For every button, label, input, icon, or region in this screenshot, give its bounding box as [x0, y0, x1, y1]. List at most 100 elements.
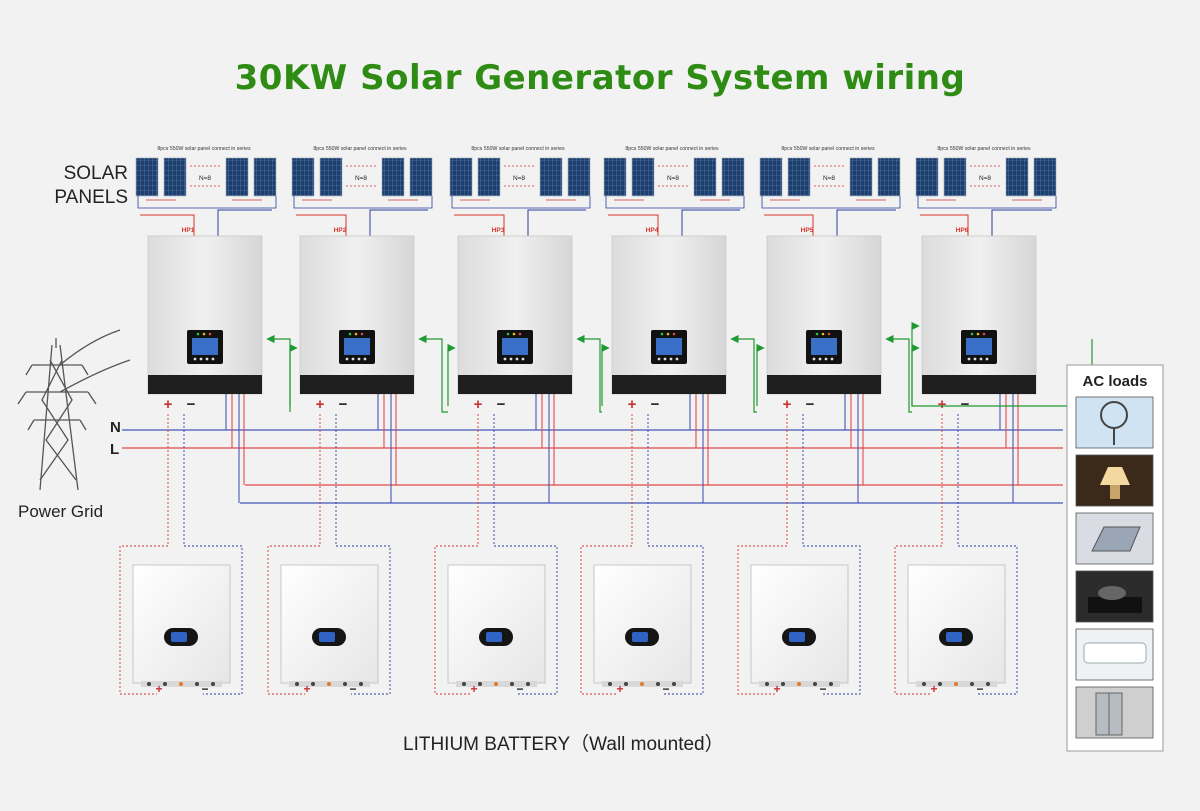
- live-label: L: [110, 441, 120, 458]
- battery-body: [280, 564, 379, 684]
- lithium-battery-label: LITHIUM BATTERY（Wall mounted）: [403, 734, 724, 755]
- inverter-button-icon: [515, 357, 519, 361]
- inverter-button-icon: [985, 357, 989, 361]
- inverter-button-icon: [205, 357, 209, 361]
- battery-terminal-icon: [986, 682, 990, 686]
- pv-negative-wire: [369, 209, 428, 236]
- battery-positive-wire: [894, 414, 943, 695]
- battery-terminal-icon: [624, 682, 628, 686]
- inverter-button-icon: [824, 357, 828, 361]
- pv-positive-wire: [454, 214, 505, 236]
- inverter-body: [766, 235, 882, 395]
- inverter-button-icon: [973, 357, 977, 361]
- inverter-button-icon: [521, 357, 525, 361]
- inverter-label: HP3: [492, 227, 505, 234]
- pan-icon: [1098, 586, 1126, 600]
- solar-panel-icon: [319, 157, 343, 197]
- solar-panel-icon: [721, 157, 745, 197]
- battery-negative-wire: [335, 414, 391, 695]
- battery-terminal-icon: [163, 682, 167, 686]
- parallel-link-arrow: [730, 334, 757, 413]
- battery-plus-label: +: [930, 682, 937, 696]
- inverter-plus-label: +: [938, 396, 947, 413]
- solar-panel-icon: [1005, 157, 1029, 197]
- battery-terminal-icon: [327, 682, 331, 686]
- tower-arms: [26, 364, 88, 421]
- status-led-icon: [506, 332, 510, 336]
- solar-panel-icon: [603, 157, 627, 197]
- battery-negative-wire: [802, 414, 861, 695]
- status-led-icon: [518, 332, 522, 336]
- parallel-link-arrow: [447, 343, 456, 406]
- inverter-HP3: HP3 +−: [434, 227, 610, 695]
- solar-string-caption: 8pcs 550W solar panel connect in series: [471, 146, 565, 152]
- parallel-link-arrow: [289, 343, 298, 406]
- battery-terminal-icon: [938, 682, 942, 686]
- status-led-icon: [976, 332, 980, 336]
- solar-panel-icon: [631, 157, 655, 197]
- battery-positive-wire: [119, 414, 169, 695]
- inverter-lcd-screen: [344, 338, 370, 355]
- battery-negative-wire: [183, 414, 243, 695]
- status-led-icon: [821, 332, 825, 336]
- inverter-button-icon: [830, 357, 834, 361]
- solar-string-6: 8pcs 550W solar panel connect in seriesN…: [915, 146, 1057, 236]
- solar-label-line1: SOLAR: [63, 163, 128, 184]
- pv-return-wire: [137, 196, 277, 209]
- battery-plus-label: +: [303, 682, 310, 696]
- solar-panel-icon: [449, 157, 473, 197]
- battery-lcd-screen: [946, 632, 962, 642]
- power-grid-label: Power Grid: [18, 502, 104, 521]
- battery-terminal-icon: [147, 682, 151, 686]
- solar-panels-label: SOLAR PANELS: [30, 162, 128, 210]
- pv-positive-wire: [140, 214, 195, 236]
- inverter-label: HP5: [801, 227, 814, 234]
- inverter-minus-label: −: [497, 396, 506, 413]
- inverter-body: [299, 235, 415, 395]
- parallel-link-arrow: [601, 343, 610, 406]
- battery-lcd-screen: [171, 632, 187, 642]
- battery-terminal-icon: [813, 682, 817, 686]
- status-led-icon: [970, 332, 974, 336]
- status-led-icon: [815, 332, 819, 336]
- pv-negative-wire: [836, 209, 896, 236]
- battery-terminal-icon: [311, 682, 315, 686]
- series-count-label: N=8: [979, 175, 991, 182]
- battery-negative-wire: [957, 414, 1018, 695]
- inverter-body: [457, 235, 573, 395]
- inverter-minus-label: −: [187, 396, 196, 413]
- inverter-button-icon: [675, 357, 679, 361]
- status-led-icon: [512, 332, 516, 336]
- pv-positive-wire: [920, 214, 969, 236]
- inverter-button-icon: [509, 357, 513, 361]
- battery-terminal-icon: [211, 682, 215, 686]
- laptop-icon: [1091, 526, 1141, 552]
- inverter-plus-label: +: [316, 396, 325, 413]
- inverter-button-icon: [503, 357, 507, 361]
- pv-negative-wire: [681, 209, 740, 236]
- battery-terminal-icon: [478, 682, 482, 686]
- battery-minus-label: −: [819, 682, 826, 696]
- battery-minus-label: −: [349, 682, 356, 696]
- battery-lcd-screen: [789, 632, 805, 642]
- ac-load-refrigerator: [1075, 686, 1154, 739]
- inverter-minus-label: −: [339, 396, 348, 413]
- solar-string-2: 8pcs 550W solar panel connect in seriesN…: [291, 146, 433, 236]
- pv-return-wire: [451, 196, 591, 209]
- solar-string-3: 8pcs 550W solar panel connect in seriesN…: [449, 146, 591, 236]
- pv-positive-wire: [296, 214, 347, 236]
- tower-legs: [39, 338, 79, 491]
- inverter-plus-label: +: [474, 396, 483, 413]
- battery-body: [907, 564, 1006, 684]
- inverter-label: HP6: [956, 227, 969, 234]
- battery-terminal-icon: [526, 682, 530, 686]
- parallel-link-arrow: [418, 334, 448, 413]
- inverter-button-icon: [663, 357, 667, 361]
- parallel-link-arrow: [885, 334, 912, 413]
- inverter-minus-label: −: [806, 396, 815, 413]
- series-count-label: N=8: [823, 175, 835, 182]
- series-count-label: N=8: [355, 175, 367, 182]
- ac-load-laptop: [1075, 512, 1154, 565]
